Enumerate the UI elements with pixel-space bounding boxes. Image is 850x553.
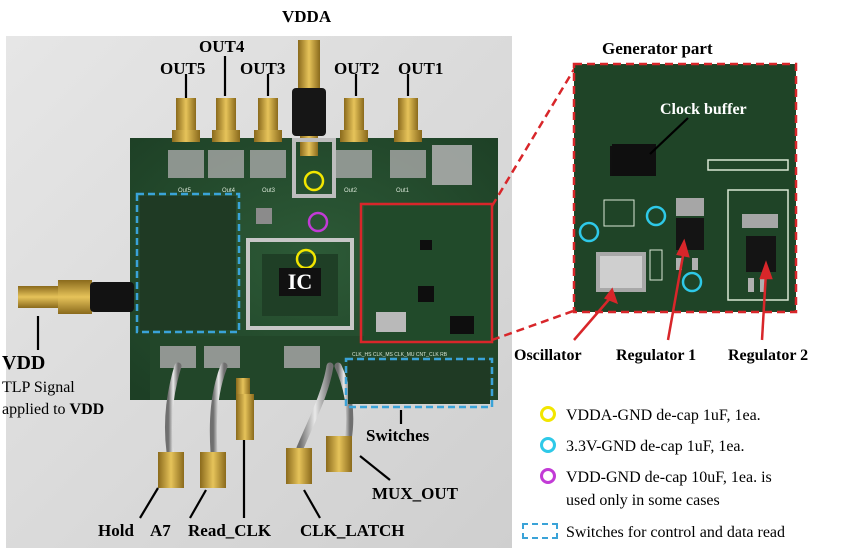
legend-vdd-ring bbox=[540, 468, 556, 485]
legend-switch: Switches for control and data read bbox=[522, 523, 785, 543]
label-out2: OUT2 bbox=[334, 59, 380, 78]
label-out1: OUT1 bbox=[398, 59, 444, 78]
silk-out4: Out4 bbox=[222, 188, 236, 194]
switch-block-left bbox=[140, 196, 236, 330]
switch-box-bottom bbox=[344, 357, 494, 409]
cap-33v-3 bbox=[681, 271, 703, 293]
legend-switch-text: Switches for control and data read bbox=[566, 524, 786, 541]
silk-out2: Out2 bbox=[344, 188, 358, 194]
silk-switch-row: CLK_HS CLK_MS CLK_MU CNT_CLK RB bbox=[352, 352, 448, 358]
label-hold: Hold bbox=[98, 521, 134, 540]
generator-box-board bbox=[359, 202, 494, 344]
legend-33v-text: 3.3V-GND de-cap 1uF, 1ea. bbox=[566, 438, 745, 455]
label-tlp-line2-prefix: applied to bbox=[2, 401, 70, 418]
label-switches: Switches bbox=[366, 426, 430, 445]
generator-region bbox=[364, 206, 490, 340]
sma-out1 bbox=[394, 98, 422, 142]
label-out4: OUT4 bbox=[199, 37, 245, 56]
ic-label: IC bbox=[279, 268, 321, 296]
silk-out5: Out5 bbox=[178, 188, 192, 194]
switch-box-left bbox=[135, 192, 241, 334]
label-vdda: VDDA bbox=[282, 7, 332, 26]
legend-vdda-ring bbox=[540, 406, 556, 423]
red-arrows bbox=[573, 238, 773, 341]
label-mux-out: MUX_OUT bbox=[372, 484, 458, 503]
legend-33v-ring bbox=[540, 437, 556, 454]
legend-vdda-text: VDDA-GND de-cap 1uF, 1ea. bbox=[566, 407, 761, 424]
bottom-pads bbox=[160, 346, 320, 396]
generator-zoom bbox=[574, 64, 796, 312]
cap-33v-2 bbox=[645, 205, 667, 227]
silkscreen-outs: Out5 Out4 Out3 Out2 Out1 bbox=[178, 188, 410, 194]
legend-vdd: VDD-GND de-cap 10uF, 1ea. is bbox=[540, 468, 772, 488]
label-oscillator: Oscillator bbox=[514, 347, 582, 364]
zoom-line-bottom bbox=[491, 308, 577, 342]
label-a7: A7 bbox=[150, 521, 171, 540]
label-generator-part: Generator part bbox=[602, 39, 713, 58]
cap-vdd bbox=[307, 211, 329, 233]
label-tlp-line2: applied to VDD bbox=[2, 400, 104, 419]
legend-vdda: VDDA-GND de-cap 1uF, 1ea. bbox=[540, 406, 761, 426]
label-regulator2: Regulator 2 bbox=[728, 347, 809, 364]
label-vdd: VDD bbox=[2, 352, 46, 374]
silk-out3: Out3 bbox=[262, 188, 276, 194]
zoom-line-top bbox=[490, 65, 578, 207]
coax-cables bbox=[164, 362, 354, 456]
label-read-clk: Read_CLK bbox=[188, 521, 272, 540]
sma-out4 bbox=[212, 98, 240, 142]
label-regulator1: Regulator 1 bbox=[616, 347, 697, 364]
label-tlp-line1: TLP Signal bbox=[2, 379, 75, 396]
legend-vdd-text: VDD-GND de-cap 10uF, 1ea. is bbox=[566, 469, 772, 486]
bottom-sma bbox=[158, 394, 352, 488]
sma-out3 bbox=[254, 98, 282, 142]
sma-out2 bbox=[340, 98, 368, 142]
legend-switch-box bbox=[522, 523, 558, 540]
switch-block-bottom: CLK_HS CLK_MS CLK_MU CNT_CLK RB bbox=[348, 352, 490, 404]
cap-vdda-1 bbox=[303, 170, 325, 192]
sma-out5 bbox=[172, 98, 200, 142]
legend-33v: 3.3V-GND de-cap 1uF, 1ea. bbox=[540, 437, 745, 457]
label-clock-buffer: Clock buffer bbox=[660, 101, 747, 118]
label-tlp-line2-bold: VDD bbox=[69, 401, 105, 418]
top-pads bbox=[168, 138, 472, 198]
label-clk-latch: CLK_LATCH bbox=[300, 521, 405, 540]
legend-vdd-line2: used only in some cases bbox=[566, 492, 720, 509]
label-out5: OUT5 bbox=[160, 59, 206, 78]
cap-33v-1 bbox=[578, 221, 600, 243]
generator-box-zoom bbox=[572, 62, 798, 314]
sma-vdd bbox=[18, 280, 134, 314]
label-out3: OUT3 bbox=[240, 59, 286, 78]
pointer-arrows bbox=[36, 56, 689, 519]
silk-out1: Out1 bbox=[396, 188, 410, 194]
